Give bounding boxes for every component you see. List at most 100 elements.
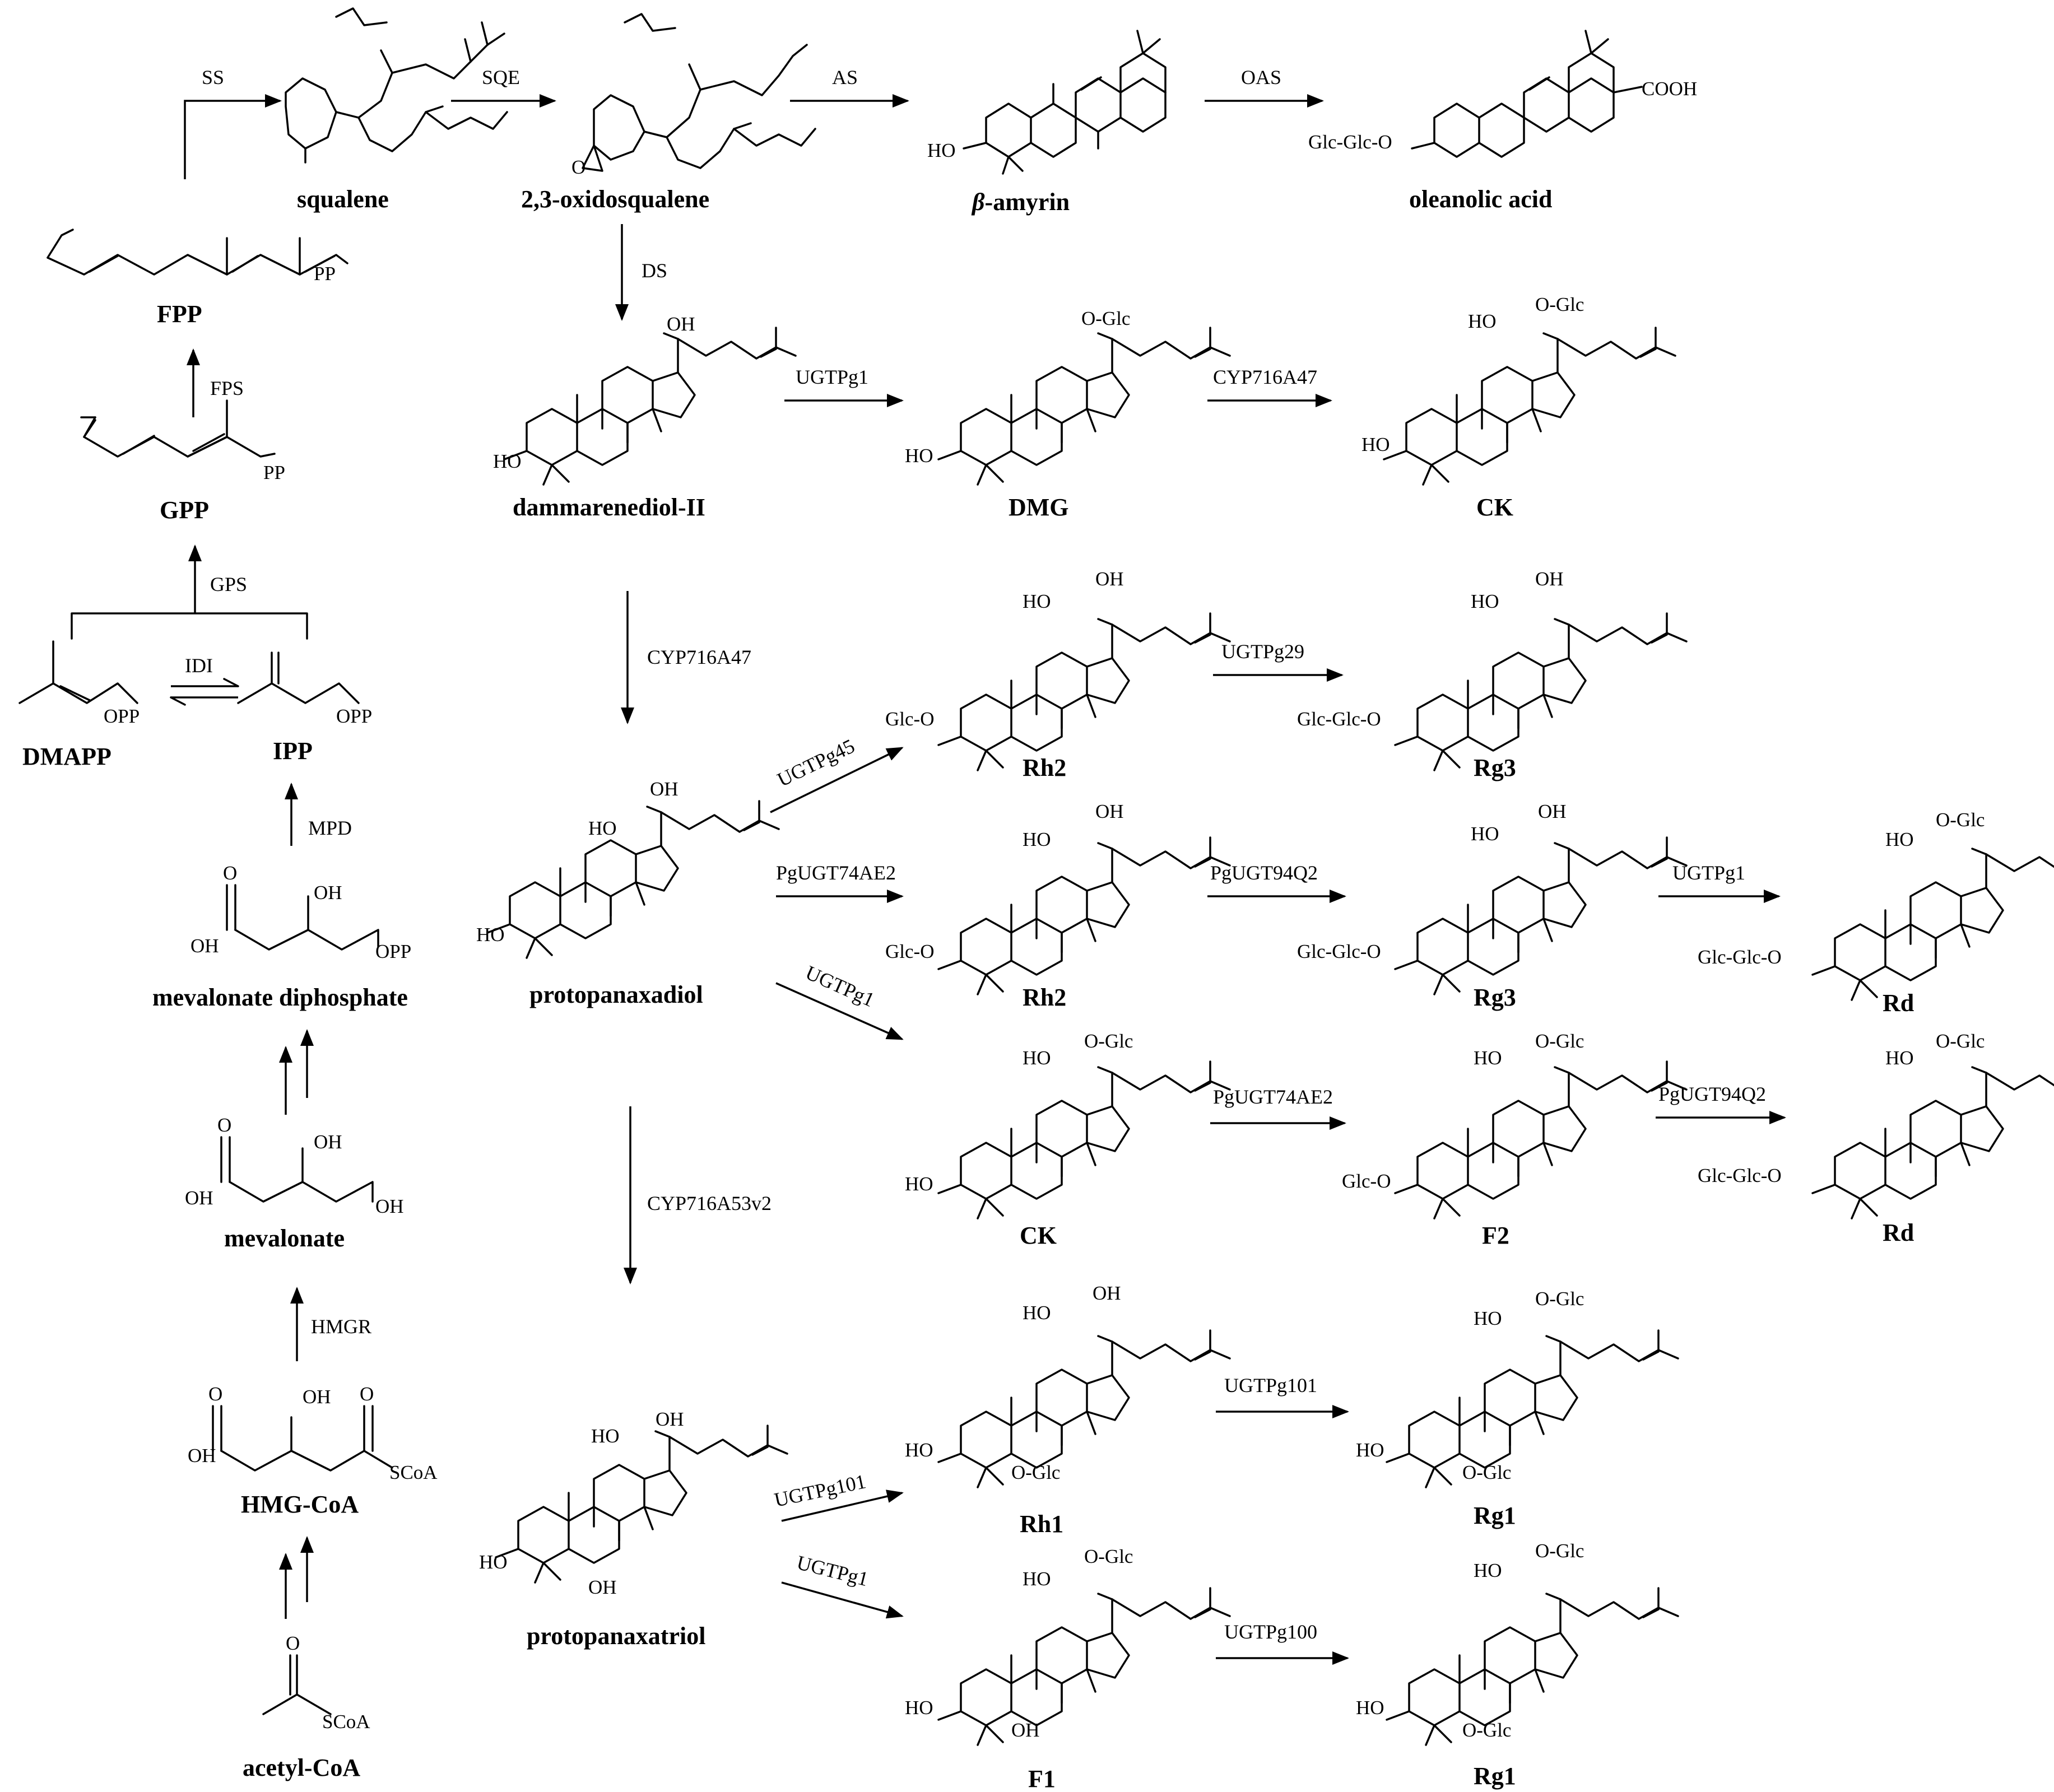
atom-oh: OH	[588, 1576, 617, 1598]
hmg-coa-structure: O OH OH O SCoA	[188, 1383, 438, 1483]
atom-pp: PP	[263, 462, 285, 483]
atom-opp: OPP	[104, 705, 140, 727]
atom-scoa: SCoA	[322, 1711, 370, 1733]
enzyme-fps: FPS	[210, 377, 244, 399]
rd-a-structure: HO O-Glc Glc-Glc-O	[1698, 809, 2054, 1001]
atom-oh: OH	[1093, 1282, 1121, 1304]
compound-ck-mid: CK	[1020, 1222, 1057, 1249]
atom-o: O	[360, 1383, 374, 1405]
compound-oleanolic-acid: oleanolic acid	[1409, 185, 1552, 213]
acetyl-coa-structure: O SCoA	[262, 1632, 370, 1733]
mevalonate-diphosphate-structure: O OH OH OPP	[190, 862, 411, 962]
atom-glc-glc-o: Glc-Glc-O	[1297, 708, 1381, 730]
dmg-structure: O-Glc HO	[905, 308, 1231, 486]
ck-top-structure: HO O-Glc HO	[1361, 294, 1676, 486]
atom-glc-glc-o: Glc-Glc-O	[1698, 946, 1782, 968]
rg3-a-structure: HO OH Glc-Glc-O	[1297, 568, 1688, 771]
enzyme-ds: DS	[642, 259, 667, 282]
dammarenediol-structure: OH HO	[493, 313, 797, 486]
compound-ipp: IPP	[273, 737, 313, 765]
atom-ho: HO	[905, 1439, 933, 1461]
beta-amyrin-structure: HO	[927, 30, 1167, 175]
squalene-structure	[285, 7, 508, 164]
atom-ho: HO	[591, 1425, 620, 1447]
compound-rh2-a: Rh2	[1023, 754, 1066, 781]
enzyme-ugtpg1-f1: UGTPg1	[794, 1551, 871, 1590]
atom-oh: OH	[375, 1195, 404, 1217]
atom-o-glc: O-Glc	[1535, 294, 1584, 315]
enzyme-ugtpg100: UGTPg100	[1224, 1621, 1317, 1643]
arrow-ugtpg45	[770, 747, 904, 813]
atom-o: O	[223, 862, 237, 884]
compound-rh2-b: Rh2	[1023, 984, 1066, 1011]
rg1-a-structure: HO O-Glc HO O-Glc	[1356, 1288, 1679, 1488]
ck-mid-structure: HO O-Glc HO	[905, 1030, 1231, 1220]
enzyme-pgugt94q2-b: PgUGT94Q2	[1658, 1083, 1766, 1105]
atom-ho: HO	[1471, 590, 1499, 612]
atom-glc-glc-o: Glc-Glc-O	[1308, 131, 1392, 153]
compound-ppd: protopanaxadiol	[529, 981, 703, 1008]
compound-hmg-coa: HMG-CoA	[241, 1491, 359, 1518]
atom-o: O	[286, 1632, 300, 1654]
enzyme-ugtpg1-ck: UGTPg1	[802, 961, 878, 1011]
atom-oh: OH	[314, 1131, 342, 1153]
compound-f2: F2	[1482, 1222, 1509, 1249]
rh1-structure: HO OH HO O-Glc	[905, 1282, 1231, 1488]
enzyme-ugtpg29: UGTPg29	[1221, 640, 1304, 663]
enzyme-ugtpg45: UGTPg45	[774, 734, 858, 791]
compound-dammarenediol: dammarenediol-II	[513, 494, 705, 521]
compound-f1: F1	[1028, 1765, 1056, 1792]
atom-ho: HO	[1885, 1047, 1914, 1069]
atom-o-glc: O-Glc	[1462, 1719, 1511, 1741]
idi-equilibrium-arrows	[170, 678, 239, 706]
f2-structure: HO O-Glc Glc-O	[1342, 1030, 1688, 1220]
gpp-structure: PP	[80, 399, 285, 483]
rh2-a-structure: HO OH Glc-O	[885, 568, 1231, 771]
arrow-ugtpg1-ck	[775, 982, 904, 1040]
atom-oh: OH	[1535, 568, 1564, 590]
mevalonate-structure: O OH OH OH	[185, 1114, 404, 1217]
atom-oh: OH	[656, 1408, 684, 1430]
atom-pp: PP	[314, 263, 336, 285]
atom-ho: HO	[1023, 828, 1051, 850]
enzyme-oas: OAS	[1241, 66, 1281, 89]
atom-glc-glc-o: Glc-Glc-O	[1297, 941, 1381, 962]
atom-opp: OPP	[336, 705, 372, 727]
compound-squalene: squalene	[297, 185, 389, 213]
atom-cooh: COOH	[1642, 78, 1697, 100]
atom-ho: HO	[479, 1551, 508, 1573]
rd-b-structure: HO O-Glc Glc-Glc-O	[1698, 1030, 2054, 1220]
atom-scoa: SCoA	[389, 1461, 438, 1483]
enzyme-ugtpg1-dmg: UGTPg1	[796, 366, 868, 388]
enzyme-gps: GPS	[210, 573, 247, 595]
atom-ho: HO	[476, 924, 505, 946]
compound-rg1-a: Rg1	[1474, 1502, 1516, 1529]
enzyme-sqe: SQE	[482, 66, 520, 89]
atom-oh: OH	[667, 313, 695, 335]
atom-o-glc: O-Glc	[1084, 1030, 1133, 1052]
enzyme-as: AS	[832, 66, 858, 89]
atom-o-glc: O-Glc	[1011, 1461, 1060, 1483]
atom-oh: OH	[1538, 800, 1567, 822]
atom-ho: HO	[1023, 1302, 1051, 1324]
enzyme-cyp716a47-ppd: CYP716A47	[647, 646, 751, 668]
compound-rg3-b: Rg3	[1474, 984, 1516, 1011]
compound-mevalonate: mevalonate	[224, 1225, 345, 1252]
enzyme-mpd: MPD	[308, 817, 352, 839]
atom-ho: HO	[1356, 1697, 1384, 1719]
enzyme-pgugt94q2-a: PgUGT94Q2	[1210, 862, 1318, 884]
atom-oh: OH	[1011, 1719, 1040, 1741]
enzyme-ugtpg101-b: UGTPg101	[1224, 1374, 1317, 1397]
enzyme-cyp716a47-ck: CYP716A47	[1213, 366, 1317, 388]
fpp-structure: PP	[47, 229, 348, 285]
atom-ho: HO	[1023, 1568, 1051, 1590]
compound-rd-b: Rd	[1883, 1219, 1914, 1246]
compound-ppt: protopanaxatriol	[527, 1622, 705, 1650]
atom-oh: OH	[303, 1386, 331, 1408]
atom-ho: HO	[905, 1697, 933, 1719]
atom-ho: HO	[1023, 1047, 1051, 1069]
atom-oh: OH	[188, 1445, 216, 1467]
atom-o: O	[217, 1114, 231, 1136]
atom-ho: HO	[905, 1173, 933, 1195]
atom-oh: OH	[1095, 568, 1124, 590]
